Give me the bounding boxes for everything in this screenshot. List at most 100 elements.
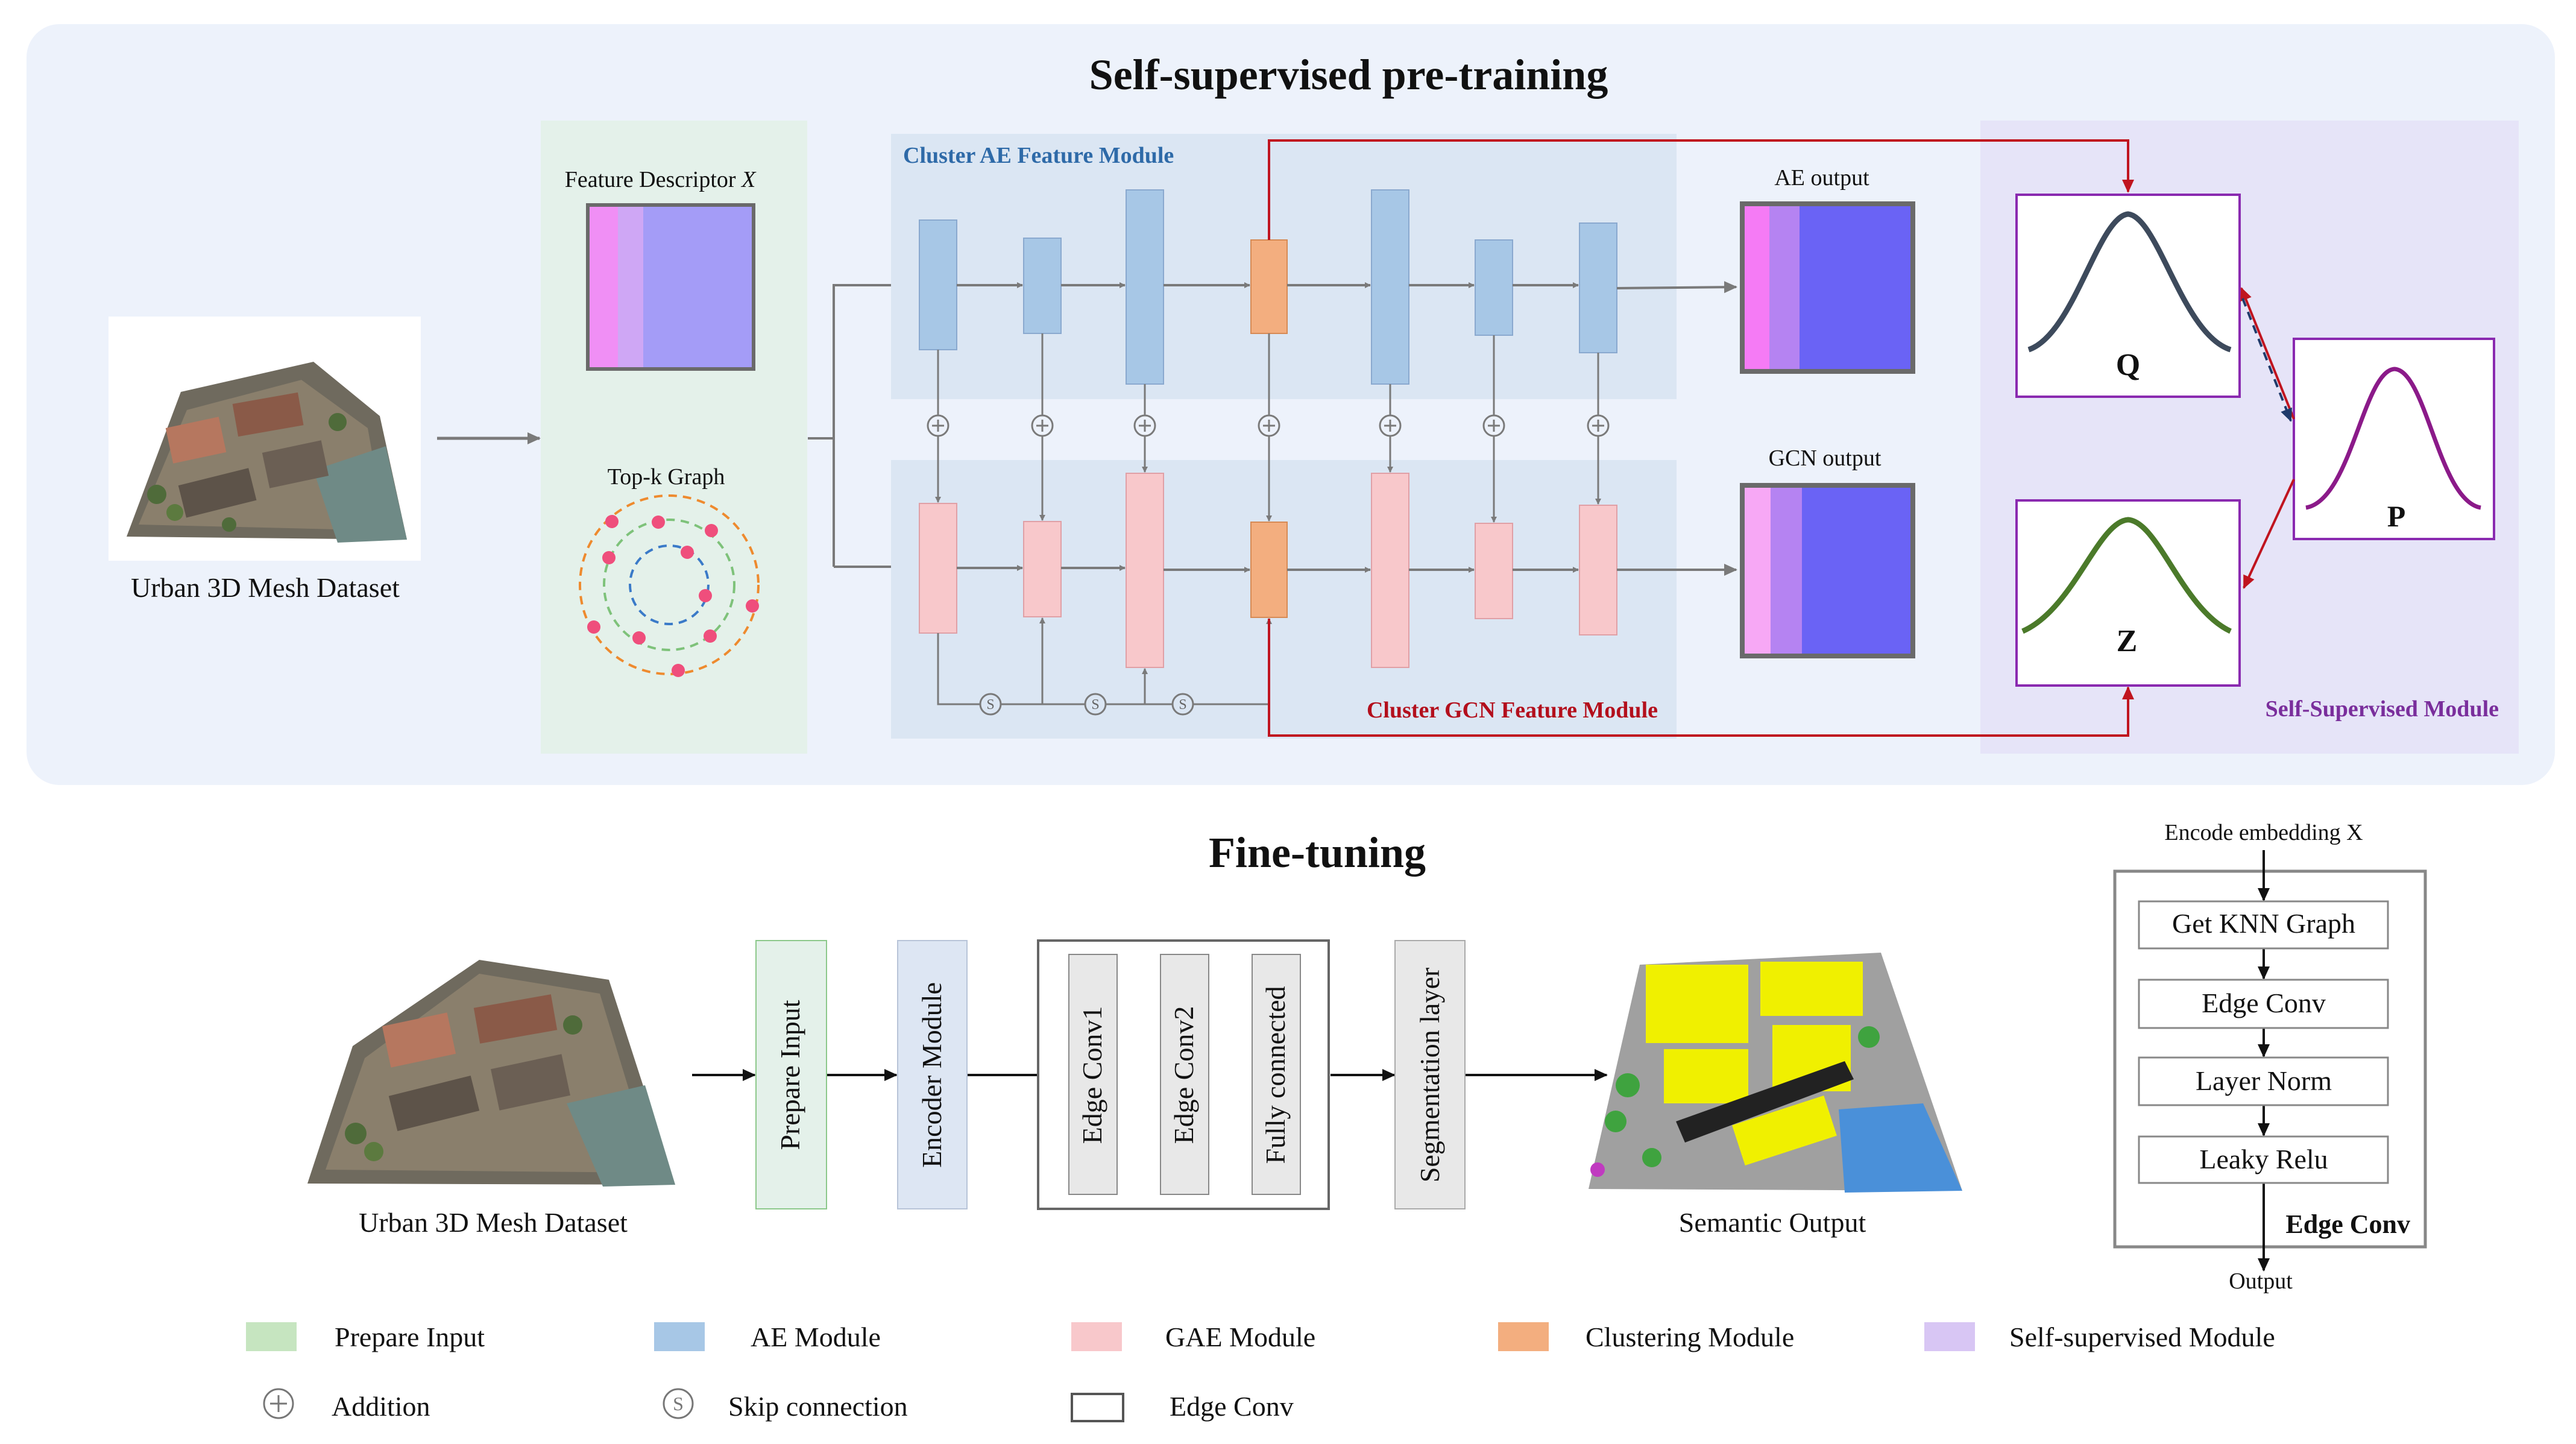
edge-conv1-label: Edge Conv1 xyxy=(1077,1006,1107,1144)
layer-norm-step xyxy=(2138,1056,2389,1106)
legend-swatch-ae-module xyxy=(654,1322,705,1351)
legend-addition-icon xyxy=(263,1388,294,1419)
ae-output-label: AE output xyxy=(1774,165,1869,191)
legend: Prepare Input AE Module GAE Module Clust… xyxy=(246,1322,2275,1422)
addition-symbols xyxy=(927,414,1610,437)
self-supervised-module-label: Self-Supervised Module xyxy=(2266,696,2499,722)
addition-icon xyxy=(1258,414,1280,437)
gae-bar-5 xyxy=(1371,473,1409,668)
cluster-ae-module-label: Cluster AE Feature Module xyxy=(903,143,1174,168)
finetune-input-label: Urban 3D Mesh Dataset xyxy=(359,1207,628,1238)
z-distribution-box: Z xyxy=(2015,499,2241,687)
urban-mesh-image-top xyxy=(109,317,421,561)
svg-text:S: S xyxy=(1179,697,1186,713)
ae-output-block xyxy=(1740,201,1915,374)
cluster-bar-ae xyxy=(1250,239,1288,334)
legend-swatch-self-supervised-module xyxy=(1924,1322,1975,1351)
legend-skip-connection-icon: S xyxy=(663,1388,694,1419)
feature-descriptor-label: Feature Descriptor X xyxy=(565,167,757,192)
prepare-input-block xyxy=(755,940,827,1209)
addition-icon xyxy=(1133,414,1156,437)
legend-edge-conv-icon xyxy=(1071,1393,1124,1422)
cluster-bar-gae xyxy=(1250,522,1288,618)
gae-bar-2 xyxy=(1023,521,1062,617)
gae-bar-7 xyxy=(1579,505,1617,635)
segmentation-layer-label: Segmentation layer xyxy=(1414,968,1445,1182)
svg-text:S: S xyxy=(673,1393,684,1414)
gae-bar-6 xyxy=(1475,523,1513,619)
topk-graph-label: Top-k Graph xyxy=(608,464,725,490)
legend-skip-connection: Skip connection xyxy=(728,1391,908,1422)
edgeconv-box-label: Edge Conv xyxy=(2285,1209,2410,1239)
feature-descriptor-block xyxy=(586,203,755,371)
skip-connection-icon: S xyxy=(1171,693,1194,716)
edgeconv-input-label: Encode embedding X xyxy=(2164,820,2363,845)
edge-conv-step xyxy=(2138,979,2389,1029)
semantic-output-image xyxy=(1589,953,1962,1193)
pretrain-input-label: Urban 3D Mesh Dataset xyxy=(131,572,400,603)
addition-icon xyxy=(1379,414,1402,437)
layer-norm-label: Layer Norm xyxy=(2196,1065,2332,1096)
urban-mesh-image-bottom xyxy=(307,960,675,1187)
ae-bar-5 xyxy=(1371,189,1409,385)
gae-bar-3 xyxy=(1126,473,1164,668)
legend-gae-module: GAE Module xyxy=(1165,1322,1315,1352)
gcn-output-block xyxy=(1740,483,1915,658)
segmentation-layer-block xyxy=(1394,940,1466,1209)
skip-connection-icon: S xyxy=(1084,693,1107,716)
edge-conv2-label: Edge Conv2 xyxy=(1168,1006,1199,1144)
addition-icon xyxy=(1031,414,1054,437)
q-distribution-box: Q xyxy=(2015,194,2241,398)
gae-layer-bars xyxy=(919,473,1617,668)
fully-connected-label: Fully connected xyxy=(1260,986,1291,1164)
addition-icon xyxy=(1482,414,1505,437)
edge-conv1-block xyxy=(1068,954,1118,1195)
legend-swatch-clustering-module xyxy=(1498,1322,1549,1351)
svg-text:S: S xyxy=(986,697,994,713)
gcn-output-label: GCN output xyxy=(1769,446,1882,471)
leaky-relu-step xyxy=(2138,1135,2389,1184)
legend-swatch-gae-module xyxy=(1071,1322,1122,1351)
encoder-module-label: Encoder Module xyxy=(916,982,947,1168)
addition-icon xyxy=(1587,414,1610,437)
legend-swatch-prepare-input xyxy=(246,1322,297,1351)
topk-graph-illustration xyxy=(579,494,760,677)
distribution-arrows xyxy=(2240,287,2295,589)
skip-connection-icon: S xyxy=(979,693,1002,716)
gae-bar-1 xyxy=(919,503,957,634)
addition-icon xyxy=(927,414,949,437)
cluster-gcn-module-label: Cluster GCN Feature Module xyxy=(1367,698,1658,723)
z-label: Z xyxy=(2117,624,2138,658)
ae-bar-2 xyxy=(1023,238,1062,334)
skip-symbols: S S S xyxy=(979,693,1194,716)
edge-conv-step-label: Edge Conv xyxy=(2202,988,2326,1018)
svg-text:S: S xyxy=(1091,697,1099,713)
ae-layer-bars xyxy=(919,189,1617,385)
get-knn-graph-step xyxy=(2138,900,2389,950)
legend-ae-module: AE Module xyxy=(751,1322,881,1352)
ae-bar-6 xyxy=(1475,239,1513,336)
clustering-connections xyxy=(1268,139,2134,737)
finetune-title: Fine-tuning xyxy=(1209,828,1426,877)
p-label: P xyxy=(2387,499,2406,533)
pretrain-title: Self-supervised pre-training xyxy=(1089,51,1608,99)
prepare-input-block-label: Prepare Input xyxy=(775,1000,805,1150)
legend-self-supervised-module: Self-supervised Module xyxy=(2009,1322,2275,1352)
gae-flow-arrows xyxy=(957,564,1737,576)
ae-bar-7 xyxy=(1579,222,1617,353)
get-knn-graph-label: Get KNN Graph xyxy=(2172,908,2355,939)
ae-bar-1 xyxy=(919,219,957,350)
fully-connected-block xyxy=(1252,954,1301,1195)
semantic-output-label: Semantic Output xyxy=(1679,1207,1866,1238)
ae-bar-3 xyxy=(1126,189,1164,385)
p-distribution-box: P xyxy=(2293,338,2495,540)
ae-flow-arrows xyxy=(957,281,1737,294)
leaky-relu-label: Leaky Relu xyxy=(2199,1144,2328,1174)
q-label: Q xyxy=(2116,348,2140,382)
encoder-module-block xyxy=(897,940,968,1209)
legend-edge-conv: Edge Conv xyxy=(1170,1391,1294,1422)
legend-addition: Addition xyxy=(332,1391,430,1422)
legend-clustering-module: Clustering Module xyxy=(1586,1322,1794,1352)
edgeconv-output-label: Output xyxy=(2229,1269,2293,1294)
